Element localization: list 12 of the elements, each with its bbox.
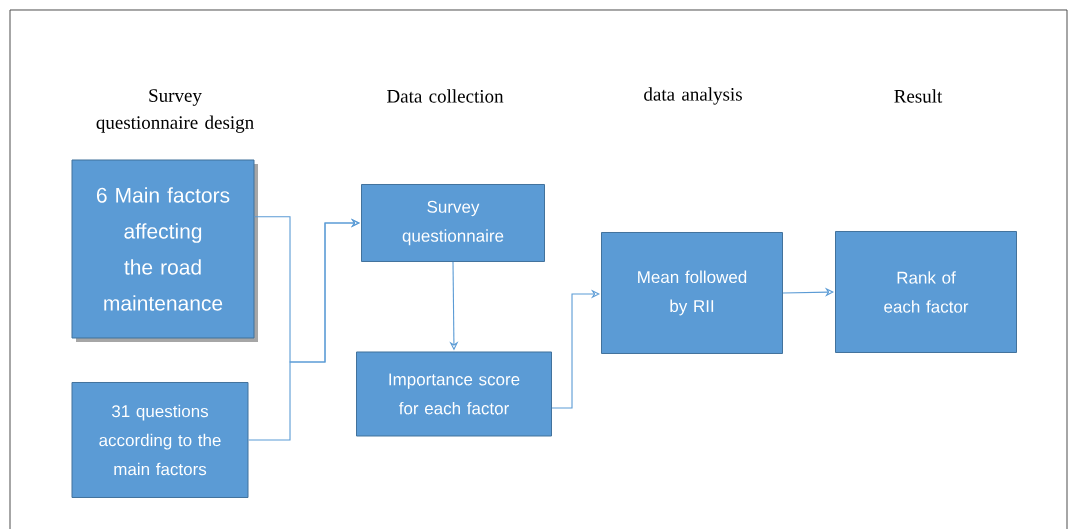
arrow	[551, 289, 600, 409]
process-box: 6 Main factors affecting the road maintenance	[71, 159, 258, 342]
process-box: 31 questions according to the main factors	[71, 382, 249, 498]
process-box: Survey questionnaire	[361, 184, 545, 262]
column-heading: Survey questionnaire design	[96, 89, 254, 133]
column-heading: data analysis	[644, 87, 742, 105]
column-heading: Result	[894, 89, 943, 103]
process-box: Rank of each factor	[835, 231, 1017, 353]
arrow	[247, 218, 360, 441]
column-heading: Data collection	[387, 89, 504, 103]
process-box: Importance score for each factor	[356, 351, 552, 437]
process-box: Mean followed by RII	[601, 232, 783, 354]
